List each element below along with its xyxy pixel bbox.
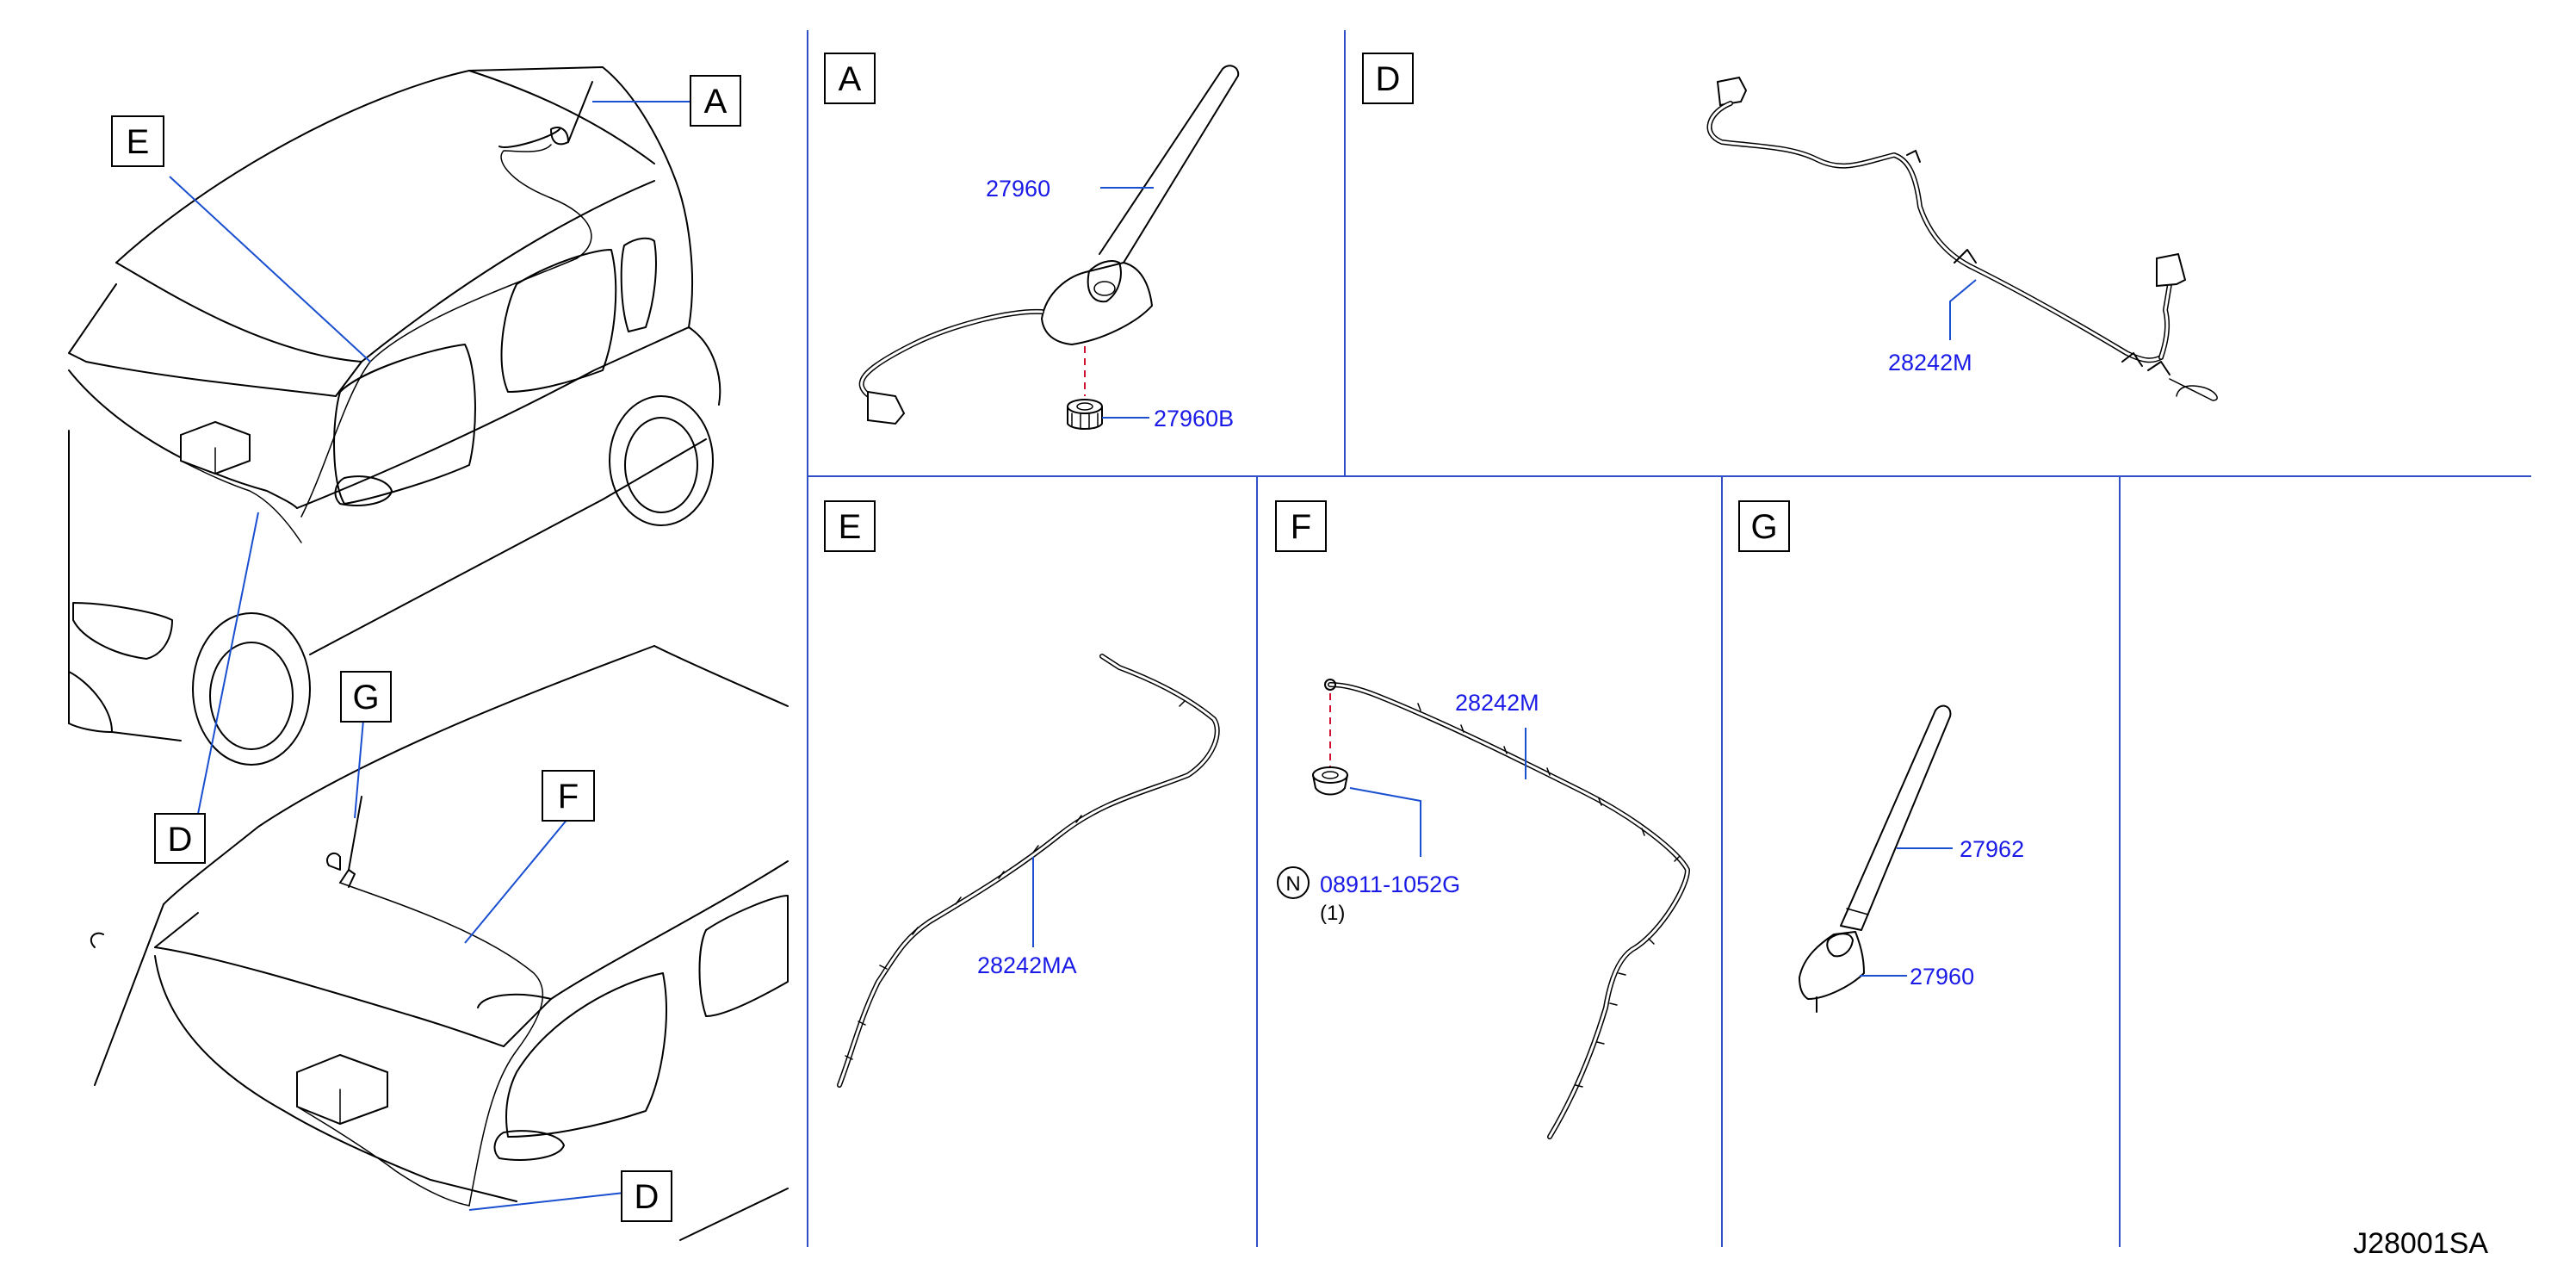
- panel-d: D 28242M: [1362, 53, 2218, 401]
- panel-a: A 27960 27960B: [824, 53, 1240, 431]
- panel-e: E 28242MA: [824, 500, 1220, 1088]
- callout-d-upper-letter: D: [168, 821, 193, 859]
- vehicle-upper-view: [68, 66, 721, 766]
- callout-g-box: G: [340, 671, 392, 723]
- vehicle-lower-view: [90, 645, 789, 1241]
- callout-e-box: E: [111, 115, 164, 167]
- callout-f-letter: F: [558, 778, 579, 816]
- diagram-code: J28001SA: [2353, 1227, 2488, 1260]
- note-n-symbol: N: [1285, 872, 1300, 896]
- part-number-08911-1052g: 08911-1052G: [1320, 872, 1460, 897]
- part-number-28242m-d: 28242M: [1888, 350, 1972, 375]
- callout-d-lower-letter: D: [635, 1178, 659, 1216]
- quantity-note: (1): [1320, 902, 1345, 925]
- callout-d-lower-box: D: [621, 1170, 672, 1222]
- panel-f-letter: F: [1291, 508, 1311, 546]
- callout-g-letter: G: [352, 679, 379, 717]
- callout-d-upper-box: D: [154, 813, 206, 864]
- part-number-27960-a: 27960: [986, 176, 1050, 202]
- callout-a-letter: A: [704, 83, 728, 121]
- panel-g-letter: G: [1750, 508, 1777, 546]
- part-number-27960b: 27960B: [1154, 406, 1234, 431]
- part-number-27962: 27962: [1960, 836, 2024, 862]
- part-number-28242ma: 28242MA: [977, 952, 1077, 978]
- vehicle-leaders: [169, 101, 690, 1211]
- callout-e-letter: E: [127, 123, 150, 161]
- part-number-28242m-f: 28242M: [1455, 690, 1539, 716]
- panel-e-letter: E: [839, 508, 862, 546]
- panel-a-letter: A: [839, 60, 862, 98]
- callout-a-box: A: [690, 75, 741, 127]
- panel-f: F N 08911-1052G (1) 28242M: [1275, 500, 1690, 1139]
- part-number-27960-g: 27960: [1910, 964, 1974, 990]
- panel-d-letter: D: [1376, 60, 1401, 98]
- panel-dividers: [807, 30, 2531, 1247]
- panel-g: G 27962 27960: [1738, 500, 2024, 1013]
- callout-f-box: F: [542, 770, 595, 822]
